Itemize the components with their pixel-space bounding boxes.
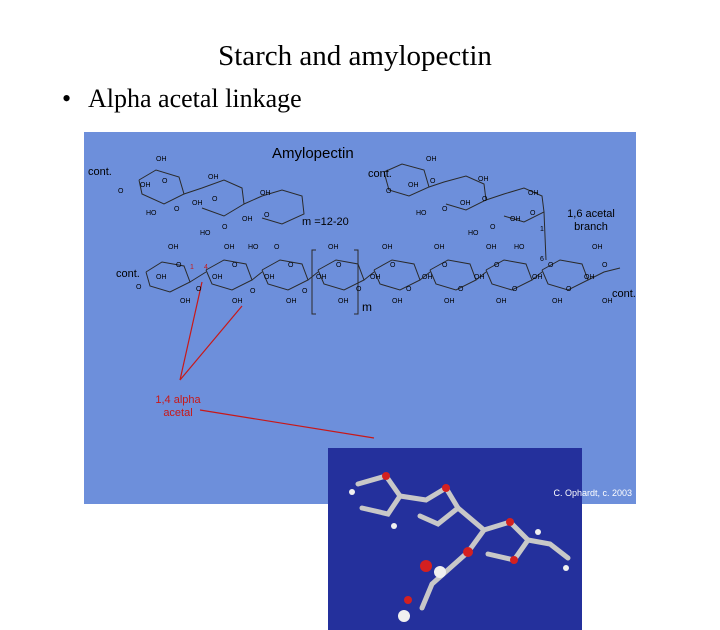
o-label: O (566, 286, 572, 293)
oh-label: OH (496, 298, 507, 305)
o-label: O (222, 224, 228, 231)
branch-label: 1,6 acetal branch (567, 208, 615, 233)
oh-label: OH (212, 274, 223, 281)
oh-label: OH (552, 298, 563, 305)
o-label: O (264, 212, 270, 219)
cont-label: cont. (116, 268, 140, 280)
amylopectin-figure (84, 132, 636, 630)
o-label: O (512, 286, 518, 293)
ho-label: HO (514, 244, 525, 251)
oh-label: OH (486, 244, 497, 251)
o-label: O (176, 262, 182, 269)
oh-label: OH (408, 182, 419, 189)
ho-label: HO (200, 230, 211, 237)
o-label: O (288, 262, 294, 269)
oh-label: OH (460, 200, 471, 207)
o-label: O (136, 284, 142, 291)
position-1-label: 1 (190, 264, 194, 271)
o-label: O (162, 178, 168, 185)
oh-label: OH (224, 244, 235, 251)
oh-label: OH (392, 298, 403, 305)
oh-label: OH (370, 274, 381, 281)
o-label: O (336, 262, 342, 269)
oh-label: OH (592, 244, 603, 251)
cont-label: cont. (368, 168, 392, 180)
image-credit: C. Ophardt, c. 2003 (553, 488, 632, 498)
o-label: O (442, 262, 448, 269)
oh-label: OH (156, 274, 167, 281)
o-label: O (548, 262, 554, 269)
oh-label: OH (528, 190, 539, 197)
bullet-text: Alpha acetal linkage (88, 84, 302, 113)
o-label: O (302, 288, 308, 295)
o-label: O (274, 244, 280, 251)
o-label: O (232, 262, 238, 269)
o-label: O (442, 206, 448, 213)
oh-label: OH (156, 156, 167, 163)
ho-label: HO (468, 230, 479, 237)
oh-label: OH (474, 274, 485, 281)
oh-label: OH (140, 182, 151, 189)
slide-title: Starch and amylopectin (218, 40, 492, 72)
o-label: O (390, 262, 396, 269)
o-label: O (386, 188, 392, 195)
repeat-count-label: m =12-20 (302, 216, 349, 228)
bullet-icon: • (62, 84, 72, 113)
oh-label: OH (426, 156, 437, 163)
oh-label: OH (382, 244, 393, 251)
oh-label: OH (232, 298, 243, 305)
oh-label: OH (478, 176, 489, 183)
ho-label: HO (416, 210, 427, 217)
molecule-3d-model (328, 448, 582, 630)
oh-label: OH (264, 274, 275, 281)
oh-label: OH (328, 244, 339, 251)
position-6-label: 6 (540, 256, 544, 263)
oh-label: OH (338, 298, 349, 305)
oh-label: OH (260, 190, 271, 197)
structure-lines (138, 163, 621, 439)
position-1-label: 1 (540, 226, 544, 233)
o-label: O (356, 286, 362, 293)
linkage-label: 1,4 alpha acetal (155, 394, 201, 419)
ho-label: HO (248, 244, 259, 251)
o-label: O (406, 286, 412, 293)
oh-label: OH (584, 274, 595, 281)
o-label: O (118, 188, 124, 195)
oh-label: OH (444, 298, 455, 305)
ho-label: HO (146, 210, 157, 217)
o-label: O (458, 286, 464, 293)
o-label: O (212, 196, 218, 203)
bullet-item: • Alpha acetal linkage (62, 84, 302, 114)
o-label: O (430, 178, 436, 185)
figure-heading: Amylopectin (272, 145, 354, 162)
repeat-m-label: m (362, 300, 372, 314)
oh-label: OH (510, 216, 521, 223)
o-label: O (174, 206, 180, 213)
oh-label: OH (602, 298, 613, 305)
cont-label: cont. (88, 166, 112, 178)
oh-label: OH (208, 174, 219, 181)
oh-label: OH (532, 274, 543, 281)
oh-label: OH (422, 274, 433, 281)
o-label: O (250, 288, 256, 295)
o-label: O (494, 262, 500, 269)
o-label: O (482, 196, 488, 203)
oh-label: OH (316, 274, 327, 281)
oh-label: OH (242, 216, 253, 223)
cont-label: cont. (612, 288, 636, 300)
o-label: O (530, 210, 536, 217)
ball-and-stick-model (349, 472, 571, 622)
oh-label: OH (180, 298, 191, 305)
oh-label: OH (286, 298, 297, 305)
position-4-label: 4 (204, 264, 208, 271)
o-label: O (490, 224, 496, 231)
o-label: O (196, 286, 202, 293)
oh-label: OH (168, 244, 179, 251)
o-label: O (602, 262, 608, 269)
oh-label: OH (192, 200, 203, 207)
oh-label: OH (434, 244, 445, 251)
